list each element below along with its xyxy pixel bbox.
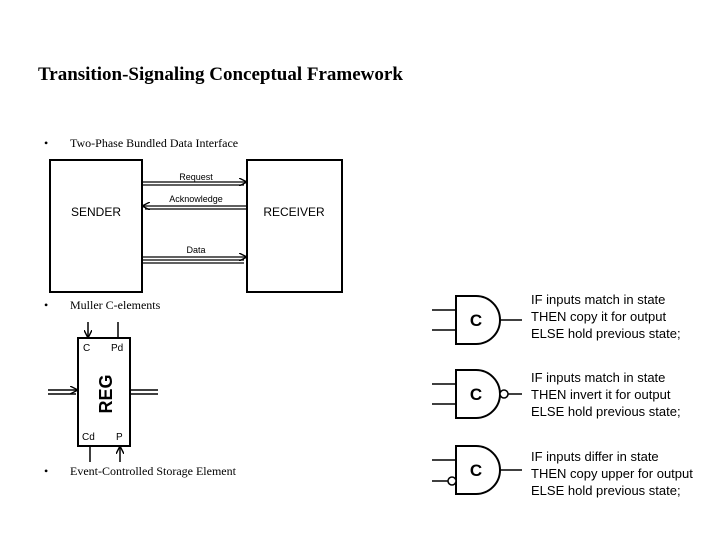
receiver-label: RECEIVER [263, 205, 325, 219]
gate-2-inverter-bubble [499, 389, 509, 399]
request-label: Request [179, 172, 213, 182]
sender-box [49, 159, 143, 293]
gate-2-line-3: ELSE hold previous state; [531, 404, 681, 419]
register-p-label: P [116, 432, 123, 443]
receiver-box [246, 159, 343, 293]
gate-3-inverter-bubble [447, 476, 457, 486]
c-element-gate-2: C IF inputs match in state THEN invert i… [432, 369, 681, 419]
register-c-label: C [83, 343, 90, 354]
gate-3-line-1: IF inputs differ in state [531, 449, 659, 464]
gate-1-symbol: C [470, 311, 482, 330]
gate-1-line-3: ELSE hold previous state; [531, 326, 681, 341]
gate-2-line-2: THEN invert it for output [531, 387, 671, 402]
c-element-gate-3: C IF inputs differ in state THEN copy up… [432, 445, 693, 498]
gate-3-shape [455, 445, 501, 495]
gate-3-symbol: C [470, 461, 482, 480]
data-bus: Data [142, 245, 246, 264]
bullet-text: Two-Phase Bundled Data Interface [70, 136, 239, 150]
register-box [77, 337, 131, 447]
page-title: Transition-Signaling Conceptual Framewor… [38, 64, 403, 85]
bullet-muller: • Muller C-elements [44, 298, 160, 313]
acknowledge-label: Acknowledge [169, 194, 223, 204]
register-element: C Pd Cd P REG [48, 322, 158, 462]
gate-1-line-1: IF inputs match in state [531, 292, 665, 307]
register-cd-label: Cd [82, 432, 95, 443]
acknowledge-signal: Acknowledge [143, 194, 246, 209]
gate-3-line-3: ELSE hold previous state; [531, 483, 681, 498]
bullet-marker: • [44, 464, 49, 478]
bullet-two-phase: • Two-Phase Bundled Data Interface [44, 136, 238, 151]
sender-label: SENDER [71, 205, 121, 219]
gate-1-shape [455, 295, 501, 345]
c-element-gate-1: C IF inputs match in state THEN copy it … [432, 292, 681, 345]
bullet-text: Event-Controlled Storage Element [70, 464, 236, 478]
bullet-text: Muller C-elements [70, 298, 161, 312]
register-name: REG [96, 374, 116, 413]
bullet-marker: • [44, 136, 49, 150]
data-label: Data [186, 245, 205, 255]
gate-1-line-2: THEN copy it for output [531, 309, 666, 324]
gate-2-line-1: IF inputs match in state [531, 370, 665, 385]
request-signal: Request [142, 172, 246, 185]
gate-2-symbol: C [470, 385, 482, 404]
bullet-event-storage: • Event-Controlled Storage Element [44, 464, 236, 479]
register-pd-label: Pd [111, 343, 123, 354]
gate-3-line-2: THEN copy upper for output [531, 466, 693, 481]
bullet-marker: • [44, 298, 49, 312]
bundled-data-interface: SENDER RECEIVER Request Acknowledge Data [49, 159, 343, 293]
